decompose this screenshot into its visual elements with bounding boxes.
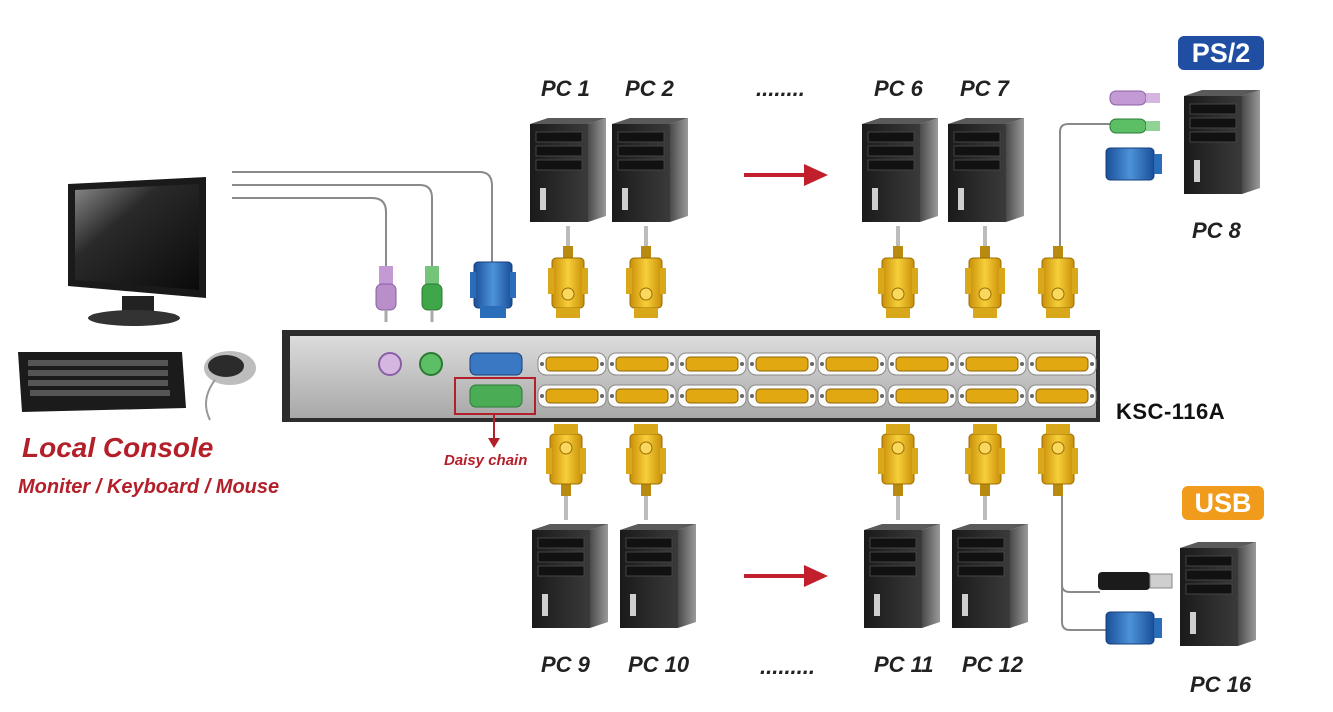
local-console-subtitle: Moniter / Keyboard / Mouse	[18, 476, 280, 498]
pc-label-bottom-1: PC 9	[541, 652, 590, 677]
mouse-icon	[204, 351, 256, 421]
usb-badge: USB	[1182, 486, 1264, 520]
tower-pc16	[1179, 541, 1257, 647]
tower-pc6	[861, 117, 939, 223]
pc-label-bottom-2: PC 10	[628, 652, 690, 677]
pc-label-top-5: PC 8	[1192, 218, 1241, 243]
daisy-chain-label: Daisy chain	[444, 452, 528, 469]
tower-pc10	[619, 523, 697, 629]
pc-label-bottom-4: PC 12	[962, 652, 1024, 677]
vga-plug-pc11	[877, 423, 919, 497]
top-arrow-icon	[744, 164, 828, 186]
bottom-ellipsis: .........	[760, 654, 816, 679]
vga-plug-pc7	[964, 245, 1006, 319]
vga-plug-pc1	[547, 245, 589, 319]
kvm-model-label: KSC-116A	[1116, 399, 1226, 424]
vga-plug-pc9	[545, 423, 587, 497]
tower-pc1	[529, 117, 607, 223]
pc-label-bottom-3: PC 11	[874, 652, 934, 677]
console-ps2-green-plug	[421, 266, 443, 322]
daisy-chain-arrow	[488, 414, 500, 448]
local-console-title: Local Console	[22, 432, 214, 463]
vga-plug-pc8	[1037, 245, 1079, 319]
vga-plug-pc6	[877, 245, 919, 319]
vga-plug-pc12	[964, 423, 1006, 497]
vga-plug-pc2	[625, 245, 667, 319]
pc-label-top-4: PC 7	[960, 76, 1009, 101]
console-ps2-purple-plug	[375, 266, 397, 322]
tower-pc2	[611, 117, 689, 223]
ps2-badge: PS/2	[1178, 36, 1264, 70]
vga-plug-pc10	[625, 423, 667, 497]
tower-pc9	[531, 523, 609, 629]
bottom-arrow-icon	[744, 565, 828, 587]
tower-pc7	[947, 117, 1025, 223]
tower-pc8	[1183, 89, 1261, 195]
pc-label-top-2: PC 2	[625, 76, 674, 101]
tower-pc11	[863, 523, 941, 629]
console-vga-blue-plug	[470, 261, 516, 318]
kvm-switch-panel	[282, 330, 1100, 422]
top-ellipsis: ........	[756, 76, 805, 101]
tower-pc12	[951, 523, 1029, 629]
pc-label-top-1: PC 1	[541, 76, 590, 101]
pc8-ps2-green-plug	[1109, 118, 1160, 134]
pc-label-bottom-5: PC 16	[1190, 672, 1252, 697]
pc16-vga-blue-plug	[1105, 611, 1162, 645]
vga-plug-pc16	[1037, 423, 1079, 497]
pc8-vga-blue-plug	[1105, 147, 1162, 181]
monitor-icon	[68, 177, 206, 326]
pc16-usb-plug	[1098, 572, 1173, 590]
pc8-ps2-purple-plug	[1109, 90, 1160, 106]
keyboard-icon	[18, 352, 186, 412]
pc-label-top-3: PC 6	[874, 76, 923, 101]
